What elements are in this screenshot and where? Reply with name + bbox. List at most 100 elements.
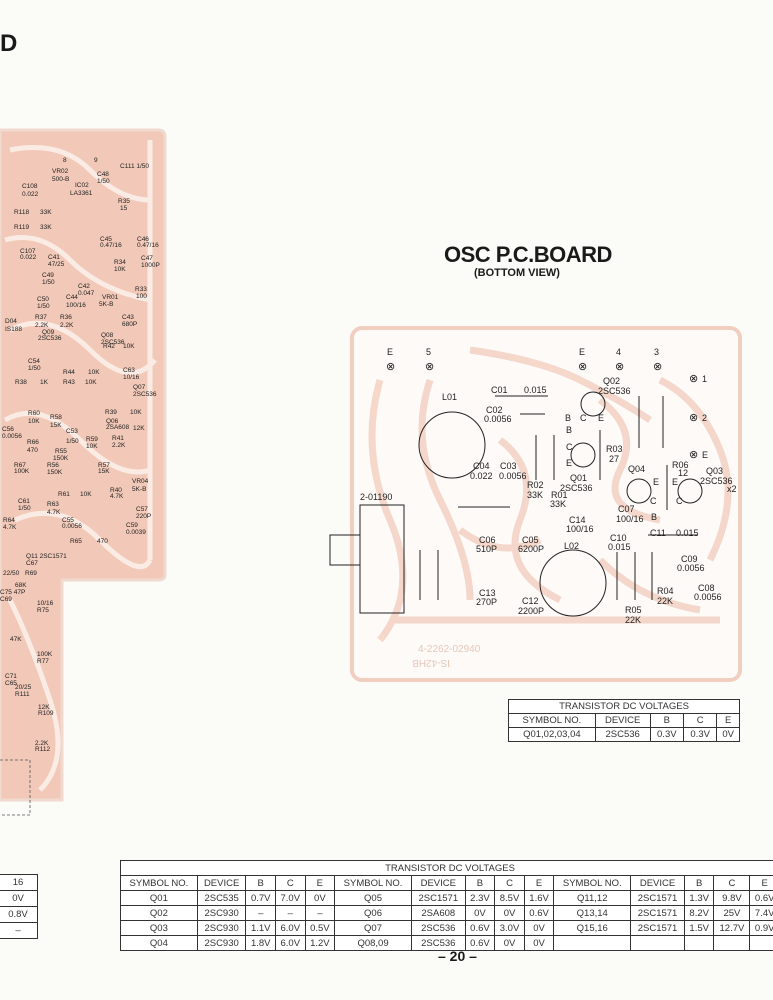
component-label: 0.47/16 — [100, 242, 122, 249]
component-label: B — [651, 512, 657, 522]
component-label: C11 — [650, 528, 666, 538]
component-label: VR02 — [52, 168, 69, 175]
component-label: C61 — [18, 498, 30, 505]
component-label: 20/25 — [15, 684, 32, 691]
component-label: 0.015 — [524, 385, 547, 395]
terminal-label: 4 — [616, 347, 621, 357]
header-cell: B — [649, 713, 684, 728]
component-label: 8 — [63, 157, 67, 164]
component-label: C06 — [479, 535, 496, 545]
component-label: 100/16 — [616, 514, 644, 524]
component-label: C — [566, 442, 573, 452]
component-label: 15K — [50, 422, 62, 429]
terminal-label: E — [387, 347, 393, 357]
component-label: R38 — [15, 379, 27, 386]
component-label: E — [598, 413, 604, 423]
component-label: 9 — [94, 157, 98, 164]
component-label: 10K — [123, 343, 135, 350]
component-label: C67 — [26, 560, 38, 567]
table-title: TRANSISTOR DC VOLTAGES — [120, 860, 773, 876]
component-label: C — [650, 496, 657, 506]
component-label: E — [653, 477, 659, 487]
component-label: C12 — [522, 596, 539, 606]
cell: 0.3V — [649, 727, 684, 742]
cell: 0V — [494, 935, 525, 951]
component-label: C01 — [491, 385, 508, 395]
cell: 0V — [0, 890, 38, 907]
component-label: L01 — [442, 392, 457, 402]
component-label: 680P — [122, 321, 137, 328]
component-label: Q02 — [603, 376, 620, 386]
cell: 2SC536 — [410, 935, 466, 951]
component-label: Q08 — [101, 332, 114, 339]
component-label: C75 47P — [0, 589, 25, 596]
component-label: R35 — [118, 198, 130, 205]
table-header-row: SYMBOL NO. DEVICE B C E — [508, 713, 740, 728]
component-label: R39 — [105, 409, 117, 416]
cell: B — [683, 875, 715, 891]
header-cell: C — [682, 713, 718, 728]
component-label: R01 — [551, 490, 568, 500]
partial-table-left: 16 0V 0.8V – — [0, 874, 38, 939]
header-cell: DEVICE — [594, 713, 651, 728]
component-label: 6200P — [518, 544, 544, 554]
cell — [553, 935, 632, 951]
cell: 0.6V — [523, 905, 555, 921]
cell: 0.7V — [245, 890, 276, 906]
cell — [683, 935, 715, 951]
cell: 0.5V — [304, 920, 336, 936]
component-label: 5K-B — [132, 486, 146, 493]
cell: – — [304, 905, 336, 921]
cell: 1.5V — [683, 920, 715, 936]
cell: 1.2V — [304, 935, 336, 951]
component-label: C — [676, 496, 683, 506]
component-label: R66 — [27, 439, 39, 446]
component-label: 2SC536 — [560, 483, 593, 493]
component-label: 10K — [28, 418, 40, 425]
component-label: 10K — [114, 266, 126, 273]
component-label: 470 — [97, 538, 108, 545]
component-label: 2SA608 — [106, 424, 130, 431]
cell: 1.6V — [523, 890, 555, 906]
component-label: 10K — [85, 379, 97, 386]
cell: E — [749, 875, 773, 891]
board-title: OSC P.C.BOARD — [444, 242, 612, 267]
cell: 16 — [0, 874, 38, 891]
cell: Q01 — [120, 890, 198, 906]
component-label: R02 — [527, 480, 544, 490]
component-label: Q01 — [570, 473, 587, 483]
component-label: 1K — [40, 379, 49, 386]
component-label: 33K — [527, 490, 543, 500]
cell: 0.8V — [0, 906, 38, 923]
component-label: 1/50 — [42, 279, 55, 286]
cell: C — [713, 875, 751, 891]
component-label: 4.7K — [3, 524, 17, 531]
cell: 0V — [523, 935, 555, 951]
cell: 2SC535 — [196, 890, 247, 906]
cell: C — [494, 875, 525, 891]
cell: 2SC930 — [196, 905, 247, 921]
cell: – — [0, 922, 38, 939]
component-label: C10 — [610, 533, 627, 543]
component-label: 2.2K — [35, 322, 49, 329]
component-label: 22K — [657, 596, 673, 606]
component-label: Q09 — [42, 329, 55, 336]
component-label: E — [672, 477, 678, 487]
component-label: 33K — [40, 224, 52, 231]
component-label: C49 — [42, 272, 54, 279]
terminal-pad-icon: ⊗ — [689, 412, 698, 424]
component-label: C05 — [522, 535, 539, 545]
component-label: R37 — [35, 314, 47, 321]
component-label: R109 — [38, 710, 54, 717]
cell: E — [304, 875, 336, 891]
cell: 0V — [494, 905, 525, 921]
component-label: B — [566, 425, 572, 435]
component-label: R36 — [60, 314, 72, 321]
component-label: 12 — [678, 468, 688, 478]
component-label: 33K — [40, 209, 52, 216]
cell: SYMBOL NO. — [553, 875, 632, 891]
